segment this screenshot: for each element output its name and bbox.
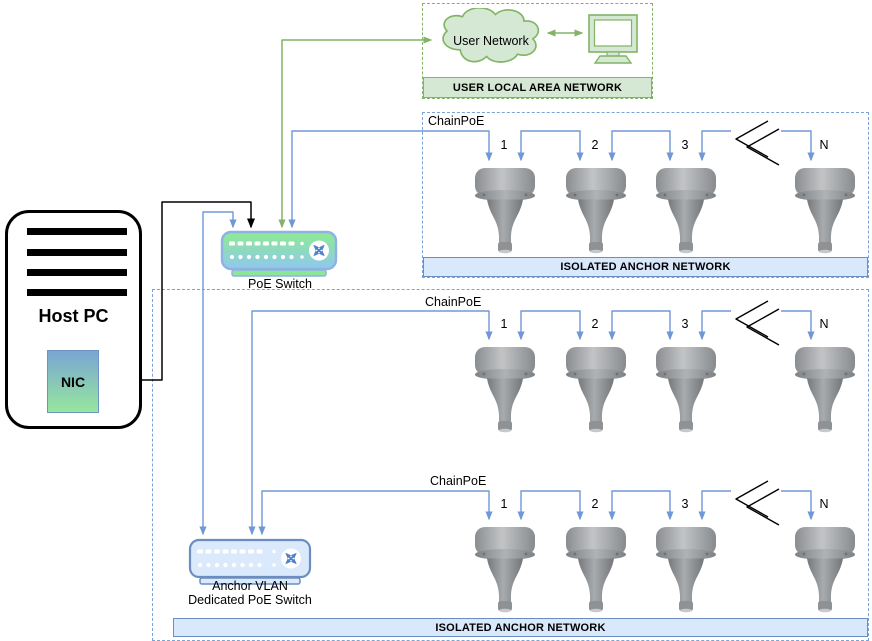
anchor-device-icon <box>653 343 719 433</box>
anchor-vlan-switch-icon <box>188 538 312 585</box>
host-pc: Host PC NIC <box>5 210 142 429</box>
host-pc-slot-bar <box>27 228 127 235</box>
nic-box: NIC <box>47 350 99 413</box>
poe-switch-label: PoE Switch <box>248 277 312 291</box>
poe-switch-icon <box>220 230 338 277</box>
anchor-vlan-switch-label-line1: Anchor VLAN <box>212 579 288 593</box>
cloud-label: User Network <box>453 34 529 48</box>
anchor-number-label: 2 <box>591 497 599 511</box>
host-pc-slot-bar <box>27 289 127 296</box>
host-pc-slot-bar <box>27 249 127 256</box>
switch-ports <box>197 549 276 568</box>
anchor-device-icon <box>792 164 858 254</box>
chainpoe-label-3: ChainPoE <box>430 474 487 488</box>
cloud-icon <box>442 8 540 63</box>
anchor-number-label: 1 <box>500 138 508 152</box>
anchor-number-label: 3 <box>681 138 689 152</box>
anchor-device-icon <box>563 523 629 613</box>
anchor-number-label: 1 <box>500 497 508 511</box>
isolated-anchor-network-bar-2: ISOLATED ANCHOR NETWORK <box>173 618 868 637</box>
chainpoe-label-1: ChainPoE <box>428 114 485 128</box>
anchor-number-label: 3 <box>681 497 689 511</box>
switch-ports <box>229 241 304 260</box>
anchor-number-label: N <box>819 317 829 331</box>
anchor-device-icon <box>472 164 538 254</box>
anchor-number-label: N <box>819 497 829 511</box>
anchor-network-box-1: ISOLATED ANCHOR NETWORK <box>422 112 869 278</box>
isolated-anchor-network-label-2: ISOLATED ANCHOR NETWORK <box>435 621 606 634</box>
host-pc-slot-bar <box>27 269 127 276</box>
user-lan-bar: USER LOCAL AREA NETWORK <box>423 77 652 98</box>
pc-monitor-icon <box>588 14 638 64</box>
nic-label: NIC <box>60 373 86 390</box>
anchor-vlan-switch-label: Anchor VLAN Dedicated PoE Switch <box>175 579 325 608</box>
isolated-anchor-network-label-1: ISOLATED ANCHOR NETWORK <box>560 261 731 273</box>
anchor-number-label: 2 <box>591 138 599 152</box>
user-lan-bar-label: USER LOCAL AREA NETWORK <box>452 81 623 94</box>
anchor-device-icon <box>563 343 629 433</box>
host-pc-label: Host PC <box>38 306 109 326</box>
anchor-number-label: N <box>819 138 829 152</box>
anchor-device-icon <box>472 343 538 433</box>
anchor-device-icon <box>653 164 719 254</box>
chainpoe-label-2: ChainPoE <box>425 295 482 309</box>
anchor-device-icon <box>792 523 858 613</box>
user-lan-box: USER LOCAL AREA NETWORK <box>422 3 653 99</box>
anchor-device-icon <box>563 164 629 254</box>
anchor-number-label: 3 <box>681 317 689 331</box>
anchor-vlan-switch-label-line2: Dedicated PoE Switch <box>188 593 312 608</box>
isolated-anchor-network-bar-1: ISOLATED ANCHOR NETWORK <box>423 257 868 277</box>
anchor-device-icon <box>792 343 858 433</box>
anchor-device-icon <box>653 523 719 613</box>
anchor-number-label: 2 <box>591 317 599 331</box>
anchor-number-label: 1 <box>500 317 508 331</box>
poe-switch-to-user-network-link <box>278 36 433 229</box>
anchor-device-icon <box>472 523 538 613</box>
